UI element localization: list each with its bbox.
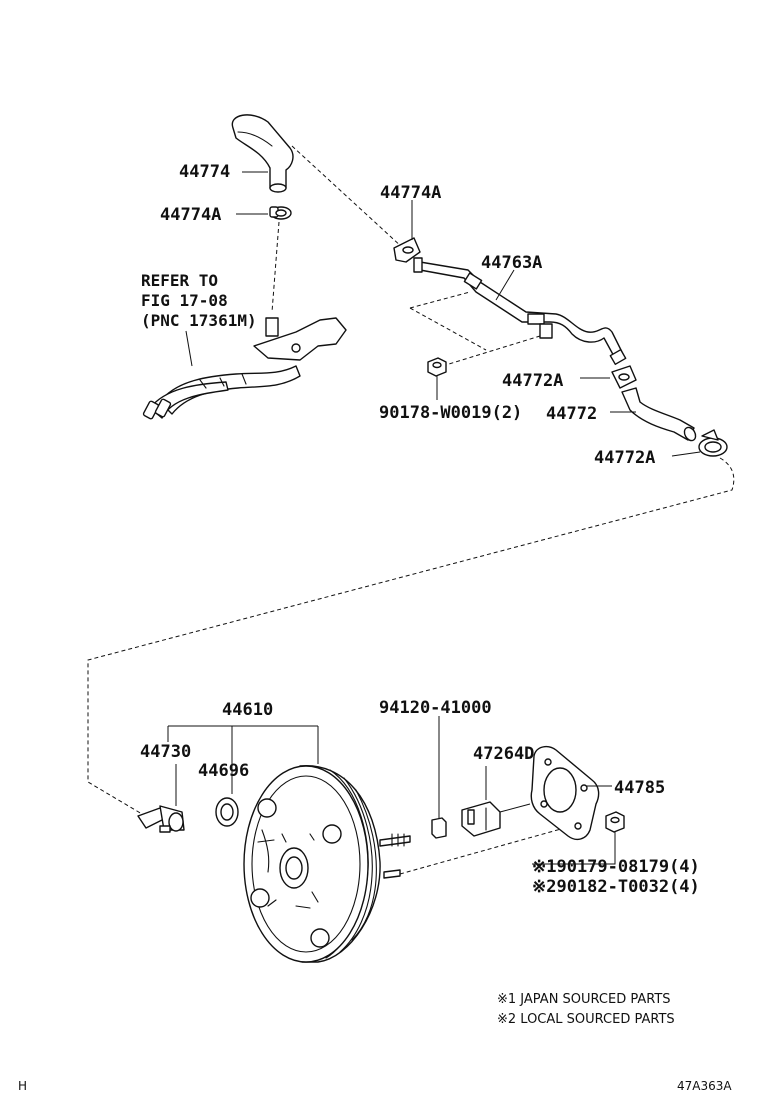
pipe-bracket [539,323,553,339]
dash-bracket-lines [409,291,541,369]
label-44774A-top: 44774A [380,183,441,203]
clamp-44772A-mid [611,365,637,389]
leader-90179 [532,832,616,865]
nut-90178 [427,357,447,377]
label-44772A-low: 44772A [594,448,655,468]
grommet-44696 [215,797,239,827]
refer-line2: FIG 17-08 [141,291,228,310]
pin-94120 [431,817,447,839]
clamp-44772A-low [698,429,728,457]
clamp-44774A-top [393,237,421,263]
label-90178: 90178-W0019(2) [379,403,522,423]
label-44763A: 44763A [481,253,542,273]
label-94120: 94120-41000 [379,698,492,718]
gasket-44785 [530,745,600,841]
check-valve-44730 [137,805,185,833]
label-90179: ※190179-08179(4) [532,857,700,877]
corner-left: H [18,1079,27,1093]
legend-note-2: ※2 LOCAL SOURCED PARTS [497,1012,675,1027]
label-47264D: 47264D [473,744,534,764]
label-44696: 44696 [198,761,249,781]
hose-44774 [231,114,294,193]
legend-note-1: ※1 JAPAN SOURCED PARTS [497,992,671,1007]
label-44772: 44772 [546,404,597,424]
dash-clamp-to-pipe [271,221,280,313]
label-44772A-mid: 44772A [502,371,563,391]
nut-90179 [605,811,625,833]
hose-44772 [621,387,697,442]
clevis-rod [499,803,531,813]
label-44785: 44785 [614,778,665,798]
corner-right: 47A363A [677,1079,732,1093]
label-44610: 44610 [222,700,273,720]
leader-44772A-low [671,451,701,457]
clevis-47264D [461,801,501,837]
refer-line1: REFER TO [141,271,218,290]
refer-line3: (PNC 17361M) [141,311,257,330]
leader-refer [185,330,193,367]
label-44774A-left: 44774A [160,205,221,225]
leader-44610 [167,725,319,794]
clamp-44774A-left [269,206,292,220]
brake-booster-44610 [243,765,411,963]
label-44774: 44774 [179,162,230,182]
pipe-44763A [413,257,627,366]
label-90182: ※290182-T0032(4) [532,877,700,897]
leader-44763A [495,269,515,301]
label-44730: 44730 [140,742,191,762]
bracket-pipe-assembly [142,317,347,420]
